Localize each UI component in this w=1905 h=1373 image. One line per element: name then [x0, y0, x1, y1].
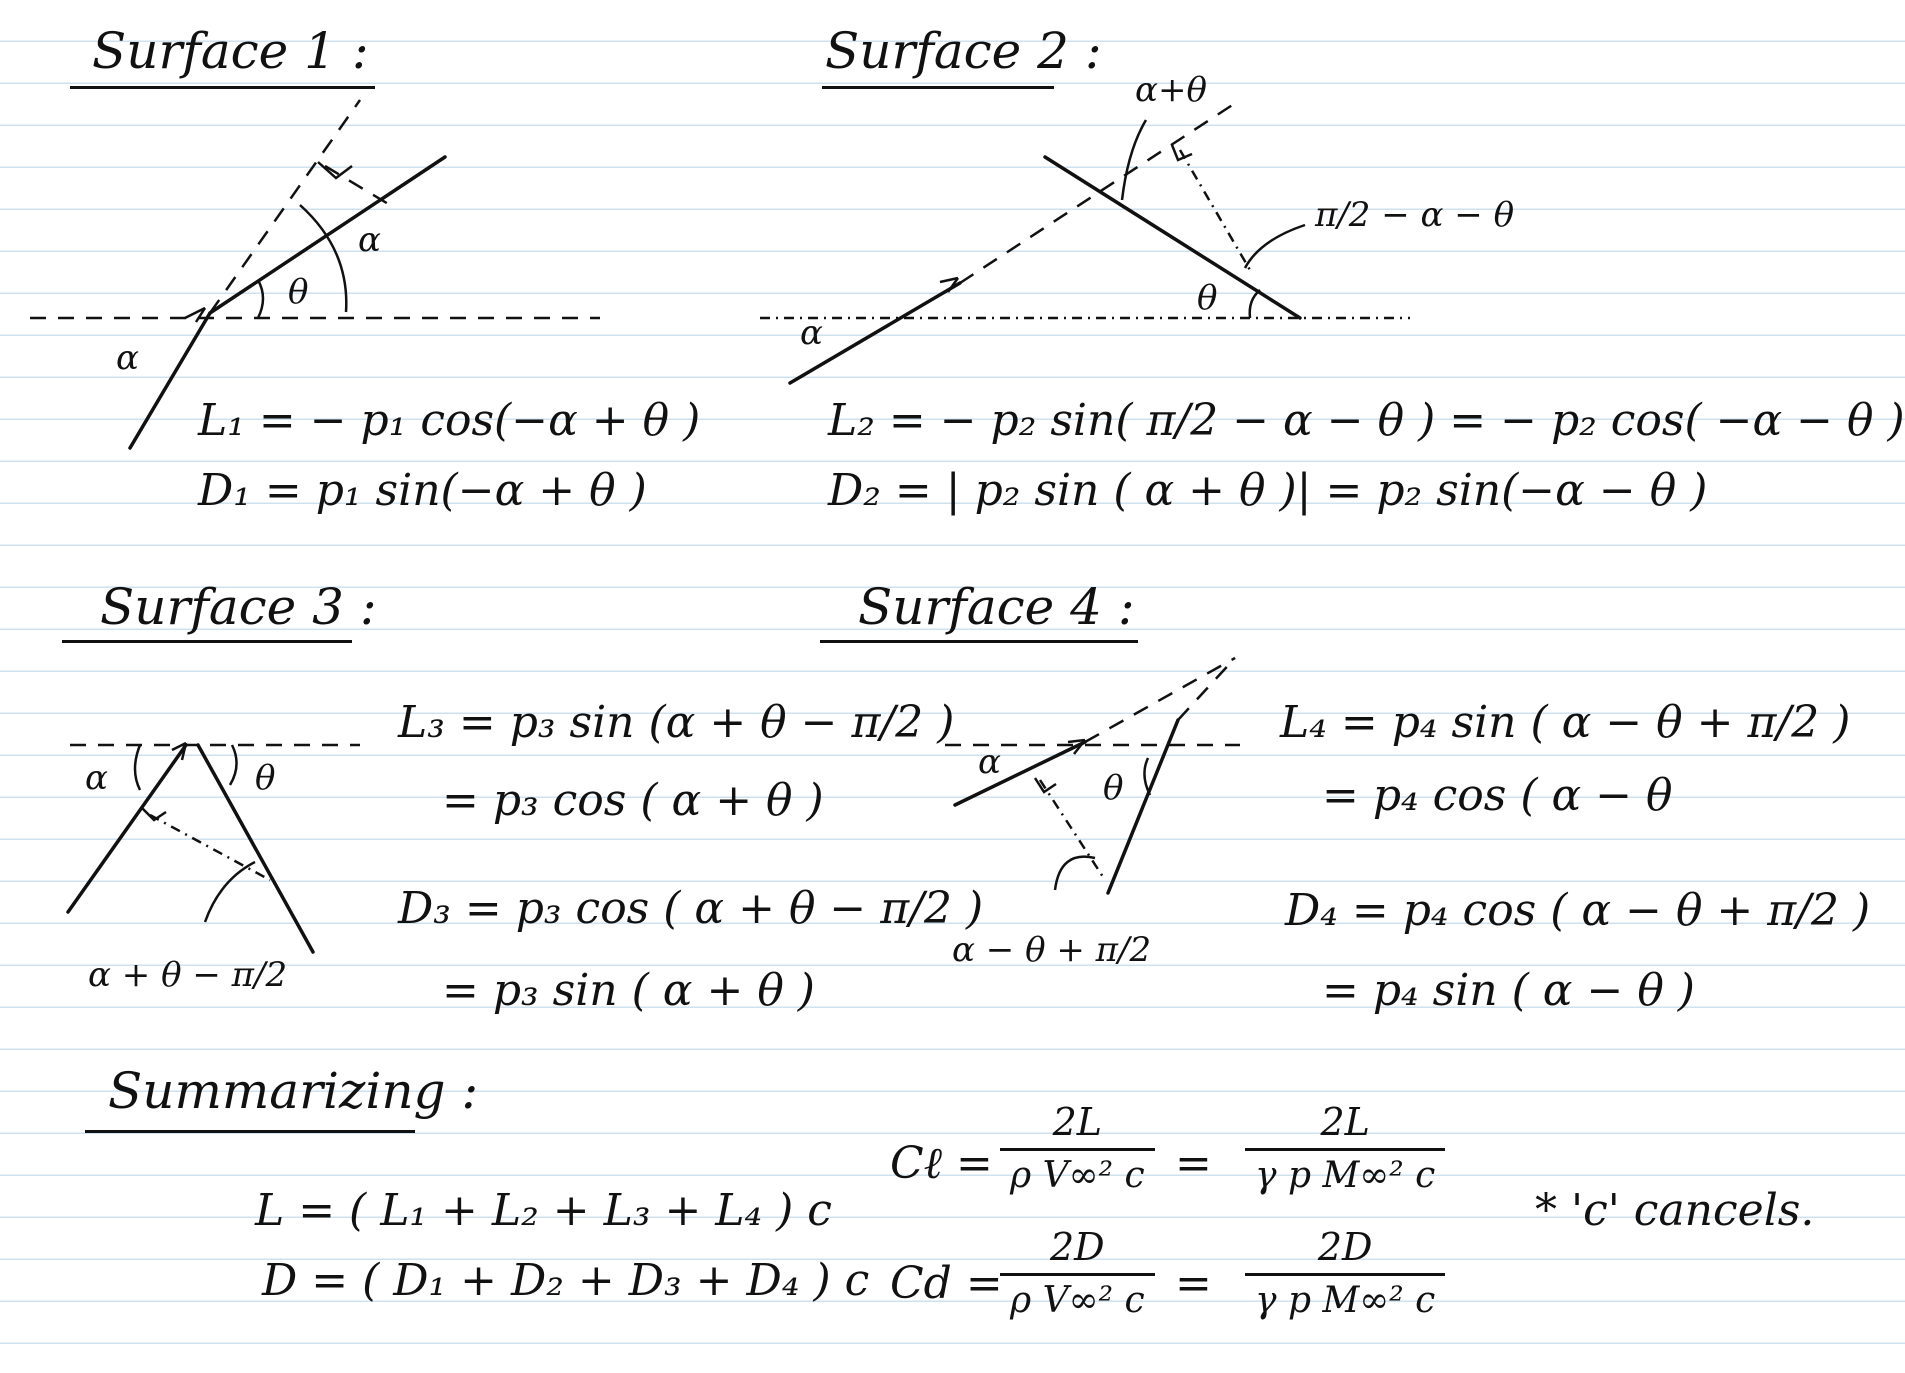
s3-bottom-arrow — [203, 860, 256, 923]
s1-theta-arc — [256, 279, 265, 319]
cl-label: Cℓ = — [890, 1138, 993, 1189]
s4-normal — [1038, 779, 1107, 881]
s3-theta-arc — [228, 744, 238, 786]
cd-den-1: ρ V∞² c — [1010, 1280, 1145, 1321]
cl-bar-1 — [1000, 1148, 1155, 1151]
s1-alpha-arc — [299, 204, 348, 313]
surface1-drag-eq: D₁ = p₁ sin(−α + θ ) — [198, 465, 647, 516]
s1-incoming-flow — [128, 311, 212, 450]
s3-label-theta: θ — [255, 758, 276, 798]
s3-normal — [149, 813, 271, 882]
s4-label-bottom: α − θ + π/2 — [952, 930, 1152, 970]
summary-lift-eq: L = ( L₁ + L₂ + L₃ + L₄ ) c — [255, 1185, 832, 1236]
s1-flow-extension — [208, 99, 362, 314]
cl-den-2: γ p M∞² c — [1255, 1155, 1436, 1196]
surface4-lift-eq-2: = p₄ cos ( α − θ — [1322, 770, 1673, 821]
summary-title: Summarizing : — [108, 1062, 479, 1120]
s2-label-theta: θ — [1197, 278, 1218, 318]
s4-bottom-arrow — [1053, 855, 1096, 891]
cd-fraction-1: 2D ρ V∞² c — [1000, 1225, 1155, 1321]
s3-surface-line — [196, 743, 315, 954]
s3-alpha-arc — [133, 744, 142, 791]
surface3-drag-eq-2: = p₃ sin ( α + θ ) — [442, 965, 815, 1016]
s3-incoming-flow — [66, 743, 188, 914]
s1-label-theta: θ — [288, 272, 309, 312]
cd-num-2: 2D — [1317, 1225, 1373, 1269]
s1-normal — [324, 164, 391, 207]
s1-right-angle — [317, 161, 353, 180]
s2-label-pi2: π/2 − α − θ — [1315, 195, 1515, 235]
surface2-diagram — [760, 98, 1410, 385]
cd-num-1: 2D — [1049, 1225, 1105, 1269]
surface3-drag-eq-1: D₃ = p₃ cos ( α + θ − π/2 ) — [398, 883, 984, 934]
surface4-underline — [820, 640, 1138, 643]
surface3-title: Surface 3 : — [100, 578, 377, 636]
surface1-title: Surface 1 : — [92, 22, 369, 80]
s3-label-bottom: α + θ − π/2 — [88, 955, 288, 995]
s4-surface-line — [1106, 718, 1180, 895]
cd-den-2: γ p M∞² c — [1255, 1280, 1436, 1321]
surface4-lift-eq-1: L₄ = p₄ sin ( α − θ + π/2 ) — [1280, 697, 1851, 748]
s3-right-angle — [141, 807, 167, 822]
cd-bar-2 — [1245, 1273, 1446, 1276]
surface3-underline — [62, 640, 352, 643]
s1-arrow — [184, 306, 206, 320]
s4-flow-extension — [1084, 656, 1236, 744]
s2-right-angle — [1170, 144, 1193, 162]
cancels-note: * 'c' cancels. — [1535, 1185, 1815, 1236]
surface1-underline — [70, 86, 375, 89]
surface4-diagram — [945, 656, 1240, 895]
surface2-title: Surface 2 : — [825, 22, 1102, 80]
surface3-lift-eq-2: = p₃ cos ( α + θ ) — [442, 775, 824, 826]
s4-label-alpha: α — [978, 742, 1001, 782]
surface4-drag-eq-1: D₄ = p₄ cos ( α − θ + π/2 ) — [1285, 885, 1871, 936]
s3-label-alpha: α — [85, 758, 108, 798]
s2-theta-arc — [1248, 289, 1261, 319]
s1-label-alpha: α — [358, 220, 381, 260]
s4-theta-arc — [1143, 757, 1152, 796]
cd-fraction-2: 2D γ p M∞² c — [1245, 1225, 1446, 1321]
cl-bar-2 — [1245, 1148, 1446, 1151]
cd-label: Cd = — [890, 1258, 1003, 1309]
cl-fraction-1: 2L ρ V∞² c — [1000, 1100, 1155, 1196]
cd-equals: = — [1175, 1258, 1212, 1309]
s2-alpha-theta-arrow — [1120, 119, 1148, 201]
s1-label-alpha-below: α — [116, 338, 139, 378]
surface1-lift-eq: L₁ = − p₁ cos(−α + θ ) — [198, 395, 701, 446]
cl-num-1: 2L — [1052, 1100, 1103, 1144]
s2-incoming-flow — [788, 281, 962, 385]
summary-drag-eq: D = ( D₁ + D₂ + D₃ + D₄ ) c — [262, 1255, 870, 1306]
surface3-lift-eq-1: L₃ = p₃ sin (α + θ − π/2 ) — [398, 697, 955, 748]
s2-label-alpha: α — [800, 313, 823, 353]
cd-bar-1 — [1000, 1273, 1155, 1276]
s4-incoming-flow — [953, 740, 1087, 807]
surface1-diagram — [30, 99, 600, 450]
surface2-drag-eq: D₂ = | p₂ sin ( α + θ )| = p₂ sin(−α − θ… — [828, 465, 1708, 516]
cl-num-2: 2L — [1320, 1100, 1370, 1144]
cl-equals: = — [1175, 1138, 1212, 1189]
surface4-title: Surface 4 : — [858, 578, 1135, 636]
s2-pi2-arrow — [1243, 223, 1306, 269]
summary-underline — [85, 1130, 415, 1133]
cl-fraction-2: 2L γ p M∞² c — [1245, 1100, 1446, 1196]
surface2-underline — [822, 86, 1054, 89]
cl-den-1: ρ V∞² c — [1010, 1155, 1145, 1196]
surface3-diagram — [66, 741, 360, 954]
s4-label-theta: θ — [1103, 768, 1124, 808]
s2-label-alpha-theta: α+θ — [1135, 70, 1207, 110]
surface4-drag-eq-2: = p₄ sin ( α − θ ) — [1322, 965, 1695, 1016]
s4-right-angle — [1033, 777, 1057, 794]
surface2-lift-eq: L₂ = − p₂ sin( π/2 − α − θ ) = − p₂ cos(… — [828, 395, 1905, 446]
